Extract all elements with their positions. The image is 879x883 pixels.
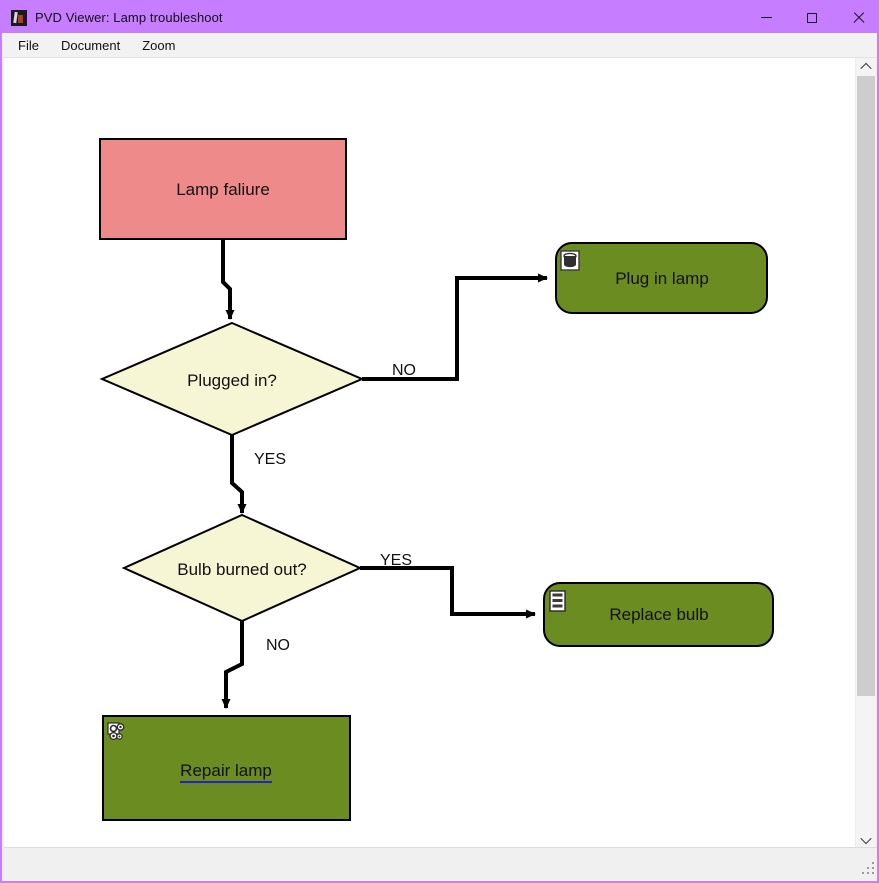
window-title: PVD Viewer: Lamp troubleshoot <box>35 10 223 25</box>
scroll-up-button[interactable] <box>856 58 875 76</box>
app-icon <box>11 9 27 26</box>
node-label-repair-lamp[interactable]: Repair lamp <box>180 761 272 780</box>
node-shape-rounded-rectangle <box>555 242 768 314</box>
edge-path <box>221 621 244 709</box>
node-shape-diamond <box>121 513 363 623</box>
menu-item-document[interactable]: Document <box>60 37 121 53</box>
server-icon <box>549 590 566 612</box>
menu-item-file[interactable]: File <box>18 37 39 53</box>
window-controls <box>743 2 877 33</box>
node-label-plug-in-lamp: Plug in lamp <box>615 269 709 288</box>
resize-grip[interactable] <box>862 862 875 875</box>
edge-path <box>230 435 247 514</box>
edge-plugged-in-to-plug-in-lamp[interactable]: NO <box>362 273 548 381</box>
node-label-lamp-failure: Lamp faliure <box>176 180 270 199</box>
node-plugged-in[interactable]: Plugged in? <box>99 321 365 437</box>
edge-label-no-plugged: NO <box>392 362 416 379</box>
flowchart-svg: NO YES YES NO Lamp faliure <box>99 138 774 821</box>
diagram-canvas[interactable]: NO YES YES NO Lamp faliure <box>4 58 859 849</box>
node-label-bulb-burned-out: Bulb burned out? <box>177 560 307 579</box>
node-shape-rectangle <box>102 715 351 821</box>
database-icon <box>560 250 580 271</box>
node-bulb-burned-out[interactable]: Bulb burned out? <box>121 513 363 623</box>
edge-path <box>360 566 536 619</box>
node-lamp-failure[interactable]: Lamp faliure <box>99 138 347 240</box>
gears-icon <box>107 722 125 741</box>
edge-path <box>221 239 235 320</box>
node-plug-in-lamp[interactable]: Plug in lamp <box>555 242 768 314</box>
close-button[interactable] <box>835 2 877 33</box>
menu-item-zoom[interactable]: Zoom <box>142 37 176 53</box>
edge-label-yes-bulb: YES <box>380 552 412 569</box>
vertical-scrollbar-thumb[interactable] <box>857 76 875 696</box>
menu-bar: File Document Zoom <box>2 33 877 58</box>
node-shape-rectangle <box>99 138 347 240</box>
close-icon <box>852 11 865 24</box>
edge-plugged-in-to-bulb-burned-out[interactable]: YES <box>230 435 286 514</box>
minimize-icon <box>760 17 772 18</box>
status-bar <box>4 847 877 879</box>
edge-label-no-bulb: NO <box>266 637 290 654</box>
maximize-button[interactable] <box>789 2 835 33</box>
node-label-replace-bulb: Replace bulb <box>609 605 708 624</box>
edge-lamp-failure-to-plugged-in[interactable] <box>221 239 235 320</box>
node-shape-rounded-rectangle <box>543 582 774 647</box>
node-label-plugged-in: Plugged in? <box>187 371 277 390</box>
chevron-up-icon <box>859 62 872 75</box>
edge-path <box>362 273 548 381</box>
maximize-icon <box>807 12 817 23</box>
node-repair-lamp[interactable]: Repair lamp <box>102 715 351 821</box>
edge-label-yes-plugged: YES <box>254 451 286 468</box>
node-replace-bulb[interactable]: Replace bulb <box>543 582 774 647</box>
title-bar: PVD Viewer: Lamp troubleshoot <box>2 2 877 33</box>
minimize-button[interactable] <box>743 2 789 33</box>
vertical-scrollbar[interactable] <box>855 58 875 849</box>
edge-bulb-burned-out-to-replace-bulb[interactable]: YES <box>360 552 536 619</box>
node-shape-diamond <box>99 321 365 437</box>
chevron-down-icon <box>859 832 872 845</box>
edge-bulb-burned-out-to-repair-lamp[interactable]: NO <box>221 621 290 709</box>
